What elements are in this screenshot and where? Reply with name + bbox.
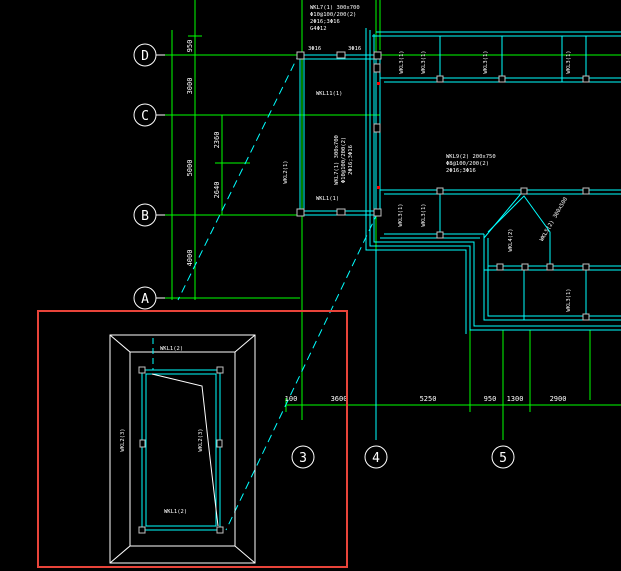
row-axis-bubbles (133, 43, 165, 310)
inset-label-top: WKL1(2) (160, 346, 183, 352)
beam-vertical-note-2: Φ10@100/200(2) (341, 137, 347, 183)
axis-label-c: C (141, 109, 149, 124)
axis-label-b: B (141, 209, 149, 224)
inset-label-mid: WKL2(3) (198, 428, 204, 451)
leader-dashes (177, 51, 379, 531)
beam-wkl3-a: WKL3(1) (399, 50, 405, 73)
beam-wkl3-e: WKL3(1) (398, 203, 404, 226)
axis-label-4: 4 (372, 451, 380, 466)
axis-label-5: 5 (499, 451, 507, 466)
dim-v-3000: 3000 (186, 78, 194, 95)
beam-note-top-2: Φ10@100/200(2) (310, 12, 356, 18)
inset-label-bottom: WKL1(2) (164, 509, 187, 515)
red-markers (377, 82, 380, 189)
inset-label-left: WKL2(3) (120, 428, 126, 451)
dim-h-3600: 3600 (331, 395, 348, 403)
dim-v-4000: 4000 (186, 250, 194, 267)
dim-h-5250: 5250 (420, 395, 437, 403)
beam-wkl4: WKL4(2) (508, 228, 514, 251)
axis-label-3: 3 (299, 451, 307, 466)
beam-wkl3-c: WKL3(1) (483, 50, 489, 73)
highlight-box (37, 310, 348, 568)
dim-v-2360: 2360 (213, 132, 221, 149)
beam-wkl3-f: WKL3(1) (421, 203, 427, 226)
dim-h-2900: 2900 (550, 395, 567, 403)
beam-wkl2-left: WKL2(1) (283, 160, 289, 183)
dim-h-100: 100 (285, 395, 298, 403)
axis-label-d: D (141, 49, 149, 64)
inset-detail (109, 334, 256, 564)
beam-vertical-note-3: 2Φ16;3Φ16 (348, 145, 354, 175)
dim-v-2640: 2640 (213, 182, 221, 199)
beam-vertical-note-1: WKL7(1) 300x700 (334, 135, 340, 185)
columns (296, 51, 590, 321)
structure-walls (299, 28, 621, 440)
beam-note-top-3: 2Φ16;3Φ16 (310, 19, 340, 25)
beam-note-top-4: G4Φ12 (310, 26, 327, 32)
beam-wkl11: WKL11(1) (316, 91, 343, 97)
beam-note-top-1: WKL7(1) 300x700 (310, 5, 360, 11)
beam-note-mid-1: WKL9(2) 200x750 (446, 154, 496, 160)
beam-note-mid-3: 2Φ16;3Φ16 (446, 168, 476, 174)
beam-wkl1: WKL1(1) (316, 196, 339, 202)
dim-h-1300: 1300 (507, 395, 524, 403)
beam-note-mid-2: Φ8@100/200(2) (446, 161, 489, 167)
dim-v-5000: 5000 (186, 160, 194, 177)
dim-v-950: 950 (186, 40, 194, 53)
beam-wkl5: WKL5(2) 300x500 (539, 196, 569, 242)
axis-label-a: A (141, 292, 149, 307)
rebar-right-label: 3Φ16 (348, 46, 361, 52)
beam-wkl3-d: WKL3(1) (566, 50, 572, 73)
col-axis-bubbles (291, 445, 515, 469)
rebar-left-label: 3Φ16 (308, 46, 321, 52)
beam-wkl3-b: WKL3(1) (421, 50, 427, 73)
dim-h-950: 950 (484, 395, 497, 403)
beam-wkl3-bottom: WKL3(1) (566, 288, 572, 311)
